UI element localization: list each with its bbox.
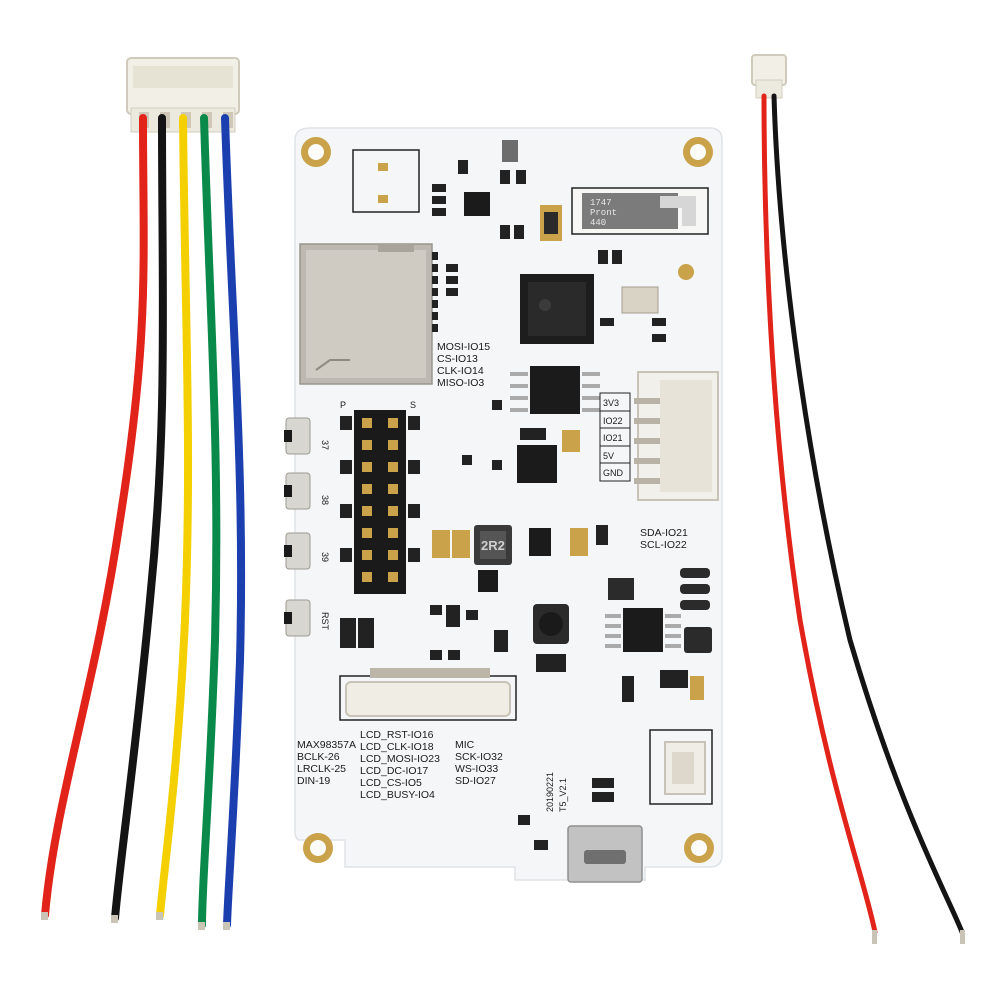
lcd-labels: LCD_RST-IO16 LCD_CLK-IO18 LCD_MOSI-IO23 … <box>360 729 440 801</box>
inductor-label: 2R2 <box>481 538 505 553</box>
header-label-p: P <box>340 400 346 410</box>
black-wire-2 <box>771 93 965 935</box>
button-label-37: 37 <box>320 440 330 450</box>
mosfet <box>529 528 551 556</box>
antenna-line-1: 1747 <box>590 198 612 208</box>
red-wire <box>41 114 148 919</box>
amp-label: DIN-19 <box>297 775 330 787</box>
silkscreen-outline <box>352 149 420 213</box>
pcb-board: 1747 Pront 440 <box>284 127 723 883</box>
power-inductor <box>533 604 569 644</box>
board-version: T5_V2.1 <box>558 778 568 812</box>
two-wire-cable <box>751 54 965 944</box>
sensor-component <box>502 140 518 162</box>
mic-label: WS-IO33 <box>455 763 498 775</box>
lcd-label: LCD_DC-IO17 <box>360 765 428 777</box>
amp-label: BCLK-26 <box>297 751 340 763</box>
green-wire <box>198 114 221 929</box>
header-pin-label: 5V <box>603 451 614 461</box>
header-pin-label: GND <box>603 468 624 478</box>
date-code: 20190221 <box>545 772 555 812</box>
jst-5-pin-header <box>634 371 719 501</box>
header-label-s: S <box>410 400 416 410</box>
sd-pin-labels: MOSI-IO15 CS-IO13 CLK-IO14 MISO-IO3 <box>437 341 490 389</box>
lcd-label: LCD_MOSI-IO23 <box>360 753 440 765</box>
mounting-holes <box>301 137 714 863</box>
smd-components <box>340 160 704 850</box>
header-pin-label: IO21 <box>603 433 623 443</box>
sd-pin-label: MISO-IO3 <box>437 377 484 389</box>
button-label-38: 38 <box>320 495 330 505</box>
charger-ic <box>517 445 557 483</box>
blue-wire <box>221 114 246 929</box>
lcd-label: LCD_RST-IO16 <box>360 729 434 741</box>
button-label-rst: RST <box>320 612 330 631</box>
sd-pin-label: CS-IO13 <box>437 353 478 365</box>
header-pin-label: IO22 <box>603 416 623 426</box>
sd-card-slot <box>299 243 433 385</box>
lcd-label: LCD_CLK-IO18 <box>360 741 434 753</box>
diode <box>608 578 634 600</box>
micro-usb-port <box>567 825 643 883</box>
i2c-pin-label: SCL-IO22 <box>640 539 687 551</box>
five-wire-cable <box>41 57 246 930</box>
antenna-connector <box>678 264 694 280</box>
lcd-label: LCD_BUSY-IO4 <box>360 789 435 801</box>
i2c-pin-labels: SDA-IO21 SCL-IO22 <box>640 527 688 551</box>
microphone <box>684 627 712 653</box>
i2c-header-labels: 3V3 IO22 IO21 5V GND <box>599 392 631 482</box>
antenna-line-2: Pront <box>590 208 617 218</box>
yellow-wire <box>156 114 193 919</box>
crystal-oscillator <box>621 286 659 314</box>
two-pin-connector <box>751 54 787 99</box>
pin-header <box>340 410 420 594</box>
i2c-pin-label: SDA-IO21 <box>640 527 688 539</box>
antenna-line-3: 440 <box>590 218 606 228</box>
button-label-39: 39 <box>320 552 330 562</box>
resistor-array <box>680 568 710 610</box>
sd-pads <box>432 252 438 332</box>
sd-pin-label: MOSI-IO15 <box>437 341 490 353</box>
lcd-label: LCD_CS-IO5 <box>360 777 422 789</box>
red-wire-2 <box>761 93 878 935</box>
fpc-connector <box>339 668 517 721</box>
mic-labels: MIC SCK-IO32 WS-IO33 SD-IO27 <box>455 739 503 787</box>
esp32-chip <box>520 274 594 344</box>
inductor: 2R2 <box>474 525 512 565</box>
wire-tips <box>41 912 230 930</box>
mic-label: MIC <box>455 739 475 751</box>
black-wire <box>111 114 167 922</box>
amp-label: LRCLK-25 <box>297 763 346 775</box>
antenna-module: 1747 Pront 440 <box>571 187 709 235</box>
mic-label: SCK-IO32 <box>455 751 503 763</box>
amp-labels: MAX98357A BCLK-26 LRCLK-25 DIN-19 <box>297 739 356 787</box>
transistor <box>478 570 498 592</box>
flash-chip <box>510 366 600 414</box>
header-pin-label: 3V3 <box>603 398 619 408</box>
side-buttons <box>284 417 311 637</box>
sd-pin-label: CLK-IO14 <box>437 365 484 377</box>
jst-2-pin-header <box>649 729 713 805</box>
amp-chip <box>605 608 681 652</box>
amp-label: MAX98357A <box>297 739 356 751</box>
mic-label: SD-IO27 <box>455 775 496 787</box>
regulator-ic <box>464 192 490 216</box>
